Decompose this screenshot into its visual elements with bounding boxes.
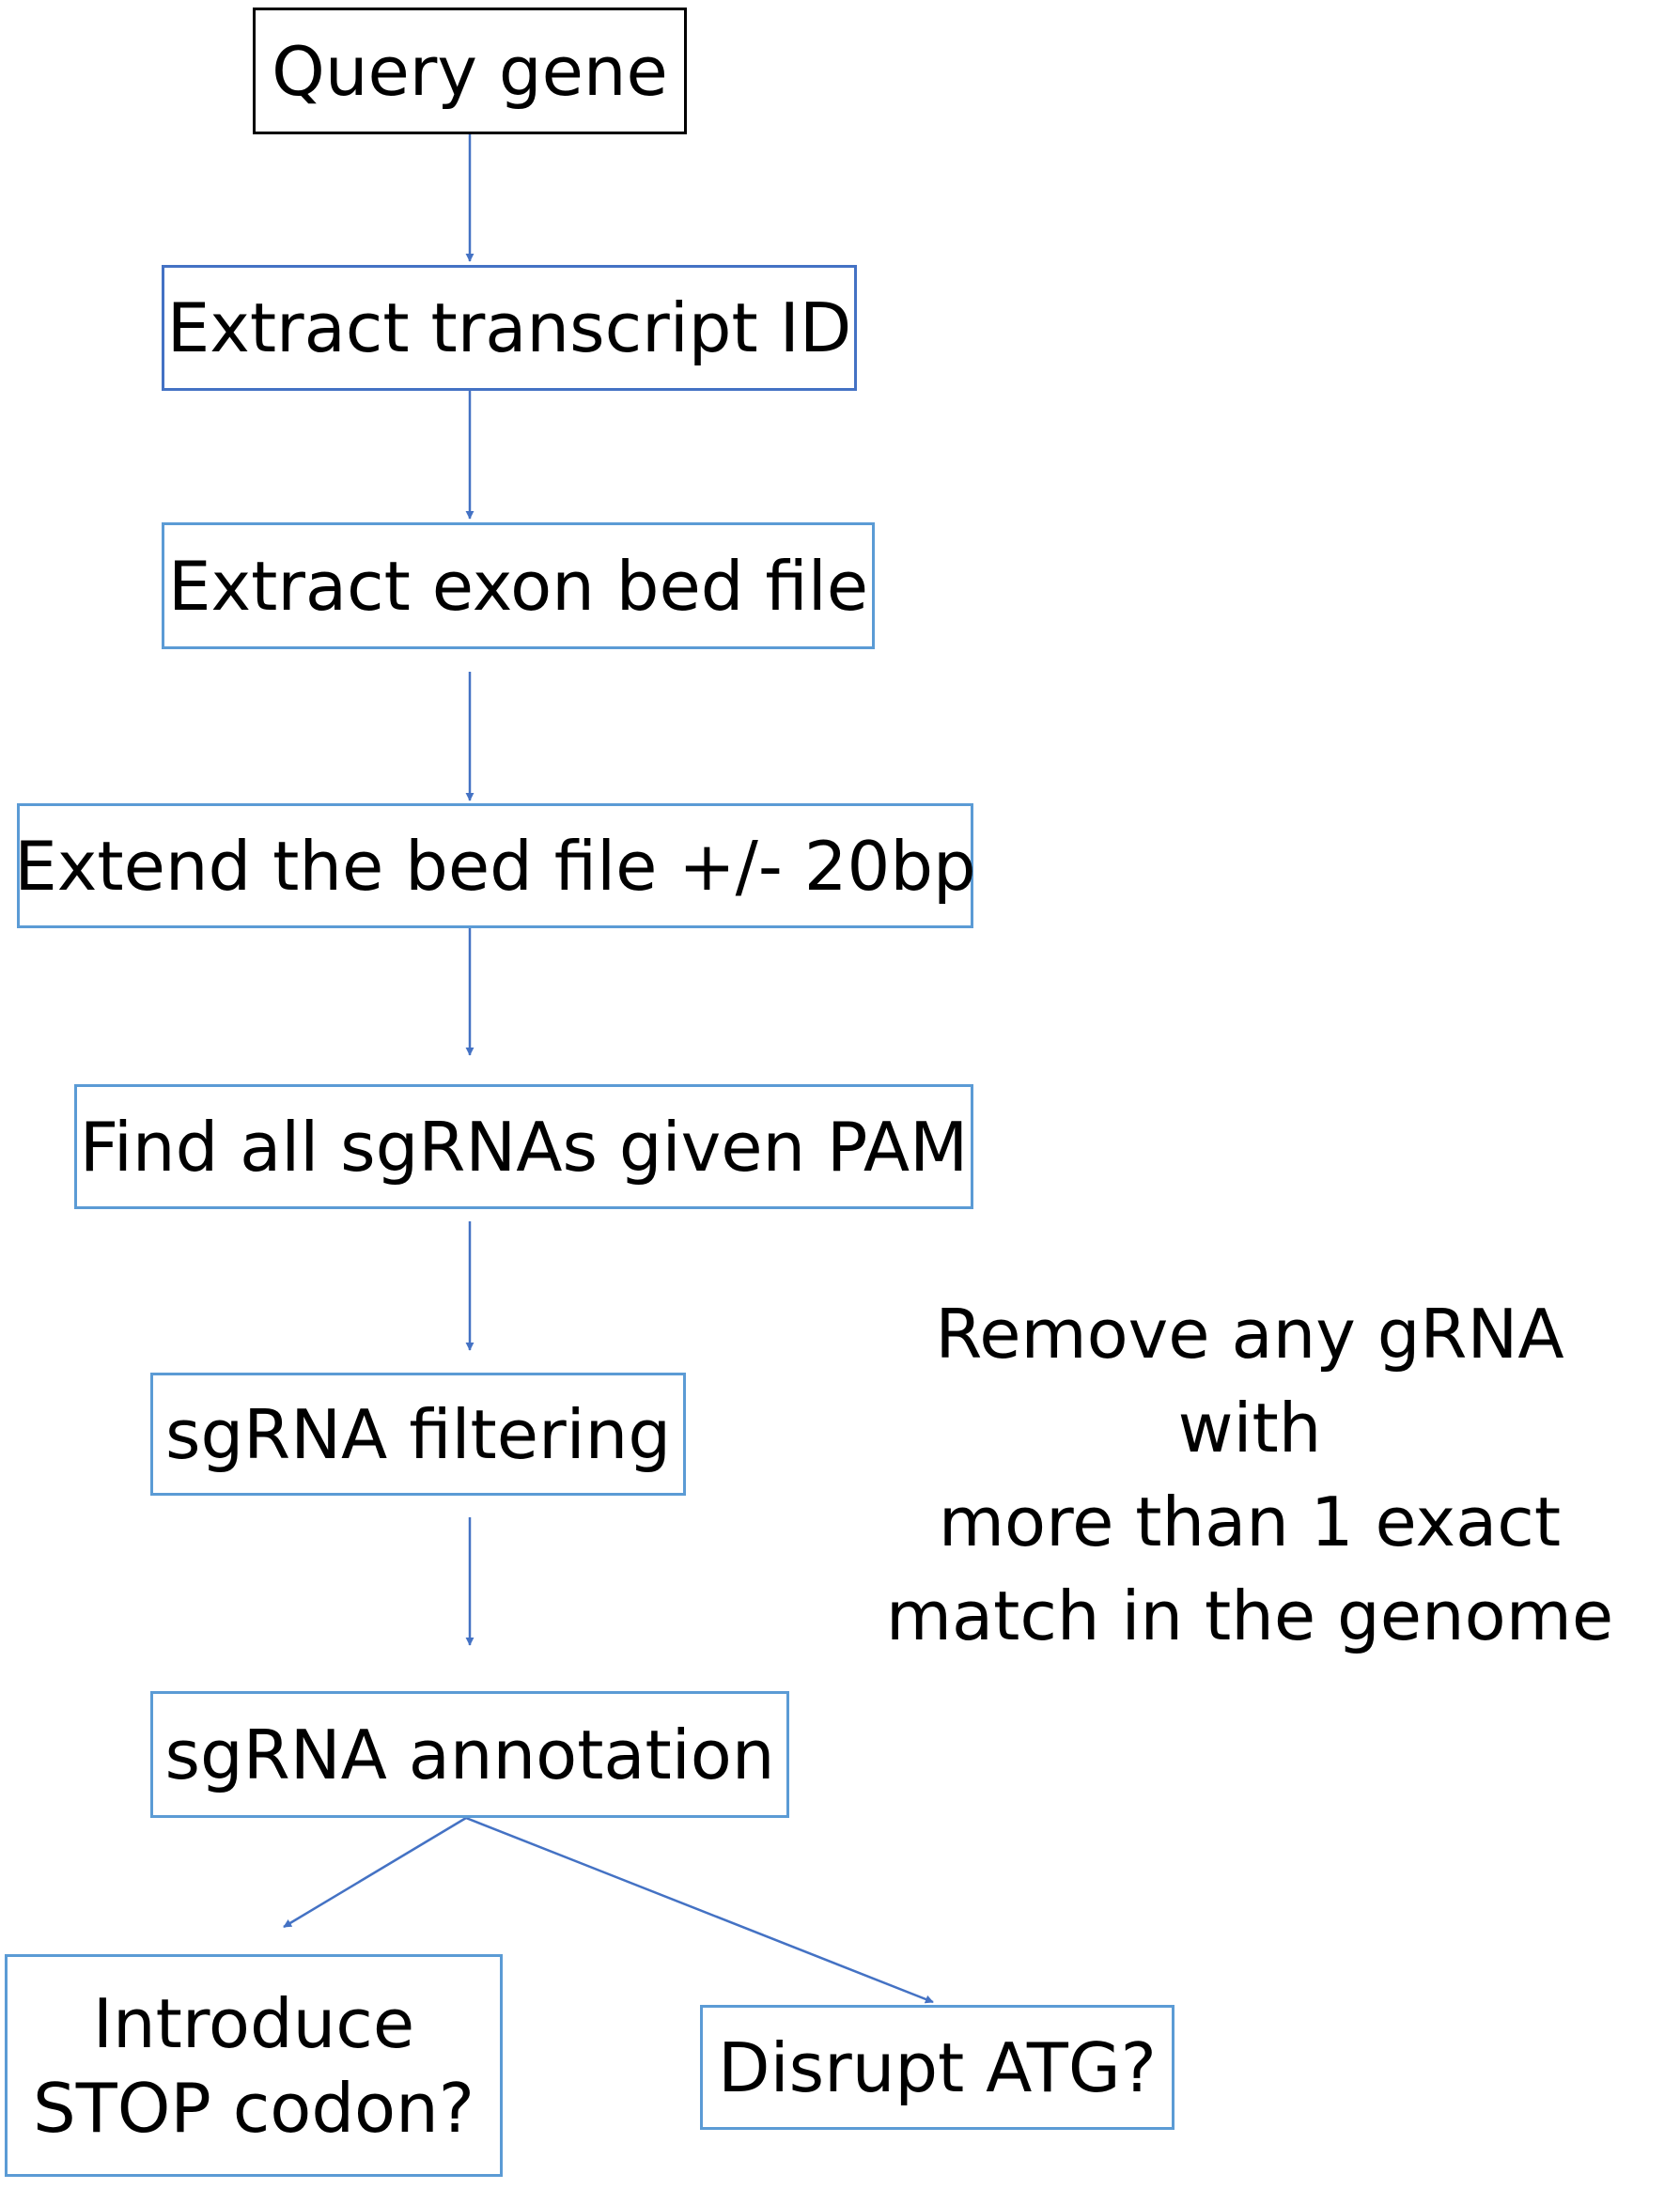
introduce-stop-line1: Introduce [92,1983,415,2063]
extend-bed-label: Extend the bed file +/- 20bp [14,826,976,906]
introduce-stop-codon-box: Introduce STOP codon? [5,1954,503,2177]
query-gene-label: Query gene [272,31,668,111]
extract-transcript-box: Extract transcript ID [162,265,857,391]
filtering-note-line3: match in the genome [885,1576,1614,1655]
find-sgrnas-box: Find all sgRNAs given PAM [74,1084,973,1209]
sgrna-annotation-box: sgRNA annotation [150,1691,789,1818]
introduce-stop-line2: STOP codon? [33,2068,474,2148]
sgrna-annotation-label: sgRNA annotation [164,1715,775,1794]
arrow-annotation-to-atg [465,1816,934,2004]
extract-exon-label: Extract exon bed file [168,546,868,626]
sgrna-filtering-label: sgRNA filtering [164,1394,672,1474]
filtering-note-line2: more than 1 exact [938,1483,1562,1561]
query-gene-box: Query gene [253,8,687,134]
disrupt-atg-box: Disrupt ATG? [700,2005,1174,2130]
extend-bed-box: Extend the bed file +/- 20bp [14,803,976,928]
extract-transcript-label: Extract transcript ID [166,288,852,367]
arrow-annotation-to-stop [283,1816,467,1929]
sgrna-filtering-box: sgRNA filtering [150,1373,686,1496]
disrupt-atg-label: Disrupt ATG? [718,2027,1157,2107]
find-sgrnas-label: Find all sgRNAs given PAM [79,1107,969,1187]
filtering-note-line1: Remove any gRNA with [935,1295,1564,1467]
extract-exon-box: Extract exon bed file [162,522,875,649]
filtering-note: Remove any gRNA with more than 1 exact m… [855,1287,1644,1663]
